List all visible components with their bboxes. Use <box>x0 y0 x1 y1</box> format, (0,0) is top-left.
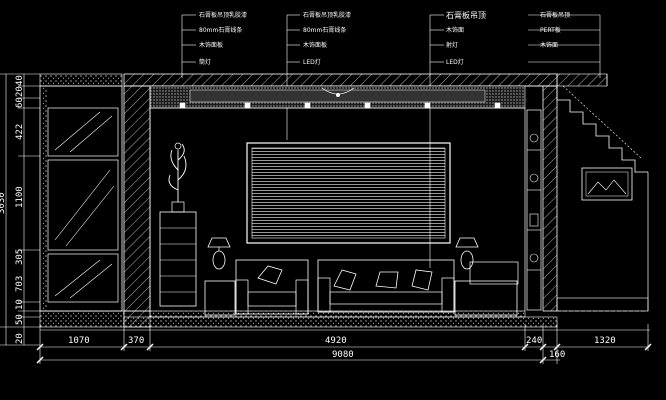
annotation-label: 木饰面 <box>540 41 558 49</box>
annotation-label: 石膏板吊顶 <box>446 10 486 20</box>
dim-label: 1320 <box>594 336 616 346</box>
dim-label: 50 <box>15 314 25 325</box>
dim-label: 20 <box>15 86 25 97</box>
display-shelf <box>526 109 542 311</box>
sofa <box>317 259 455 313</box>
table-lamp-left <box>204 237 236 316</box>
table-lamp-right <box>454 237 519 316</box>
dim-label: 240 <box>526 336 542 346</box>
dimension-bottom <box>36 324 652 364</box>
annotation-label: PERT板 <box>540 26 561 34</box>
dim-label: 1070 <box>68 336 90 346</box>
dim-label: 60 <box>15 97 25 108</box>
dim-label: 422 <box>15 124 25 140</box>
dimension-left-labels: 40 20 60 422 1100 305 703 10 50 20 3030 <box>0 75 25 344</box>
dimension-left <box>0 73 40 346</box>
annotation-label: 石膏板吊顶乳胶漆 <box>303 11 351 19</box>
annotation-label: LED灯 <box>446 58 464 66</box>
suspended-ceiling <box>149 85 526 109</box>
dim-label: 40 <box>15 75 25 86</box>
annotation-label: 木饰面板 <box>303 41 327 49</box>
dim-label: 1100 <box>15 186 25 208</box>
annotation-label: 射灯 <box>446 41 458 49</box>
annotation-label: 石膏板吊顶乳胶漆 <box>199 11 247 19</box>
left-column <box>123 85 151 312</box>
dim-label: 9080 <box>332 350 354 360</box>
annotation-label: 木饰面板 <box>199 41 223 49</box>
tv-wall-panel <box>246 142 451 244</box>
annotation-label: 筒灯 <box>199 58 211 66</box>
dim-label: 20 <box>15 333 25 344</box>
annotation-label: 80mm石膏线条 <box>303 26 346 34</box>
annotation-label: LED灯 <box>303 58 321 66</box>
dim-label: 370 <box>128 336 144 346</box>
annotation-label: 木饰面 <box>446 26 464 34</box>
annotation-label: 80mm石膏线条 <box>199 26 242 34</box>
dim-label: 10 <box>15 299 25 310</box>
dim-label: 4920 <box>325 336 347 346</box>
armchair <box>235 259 309 315</box>
ceiling-slab <box>39 73 608 87</box>
dim-label: 160 <box>549 350 565 360</box>
main-wall <box>149 108 542 318</box>
dimension-bottom-labels: 1070 370 4920 240 1320 9080 160 <box>68 336 616 360</box>
floor-slab <box>39 310 558 328</box>
dim-label: 305 <box>15 249 25 265</box>
dim-label: 3030 <box>0 192 7 214</box>
dim-label: 703 <box>15 276 25 292</box>
annotation-label: 石膏板吊顶 <box>540 11 570 19</box>
left-wall-window <box>39 85 123 312</box>
tall-cabinet <box>159 142 197 307</box>
right-wall-stairs <box>542 74 649 312</box>
